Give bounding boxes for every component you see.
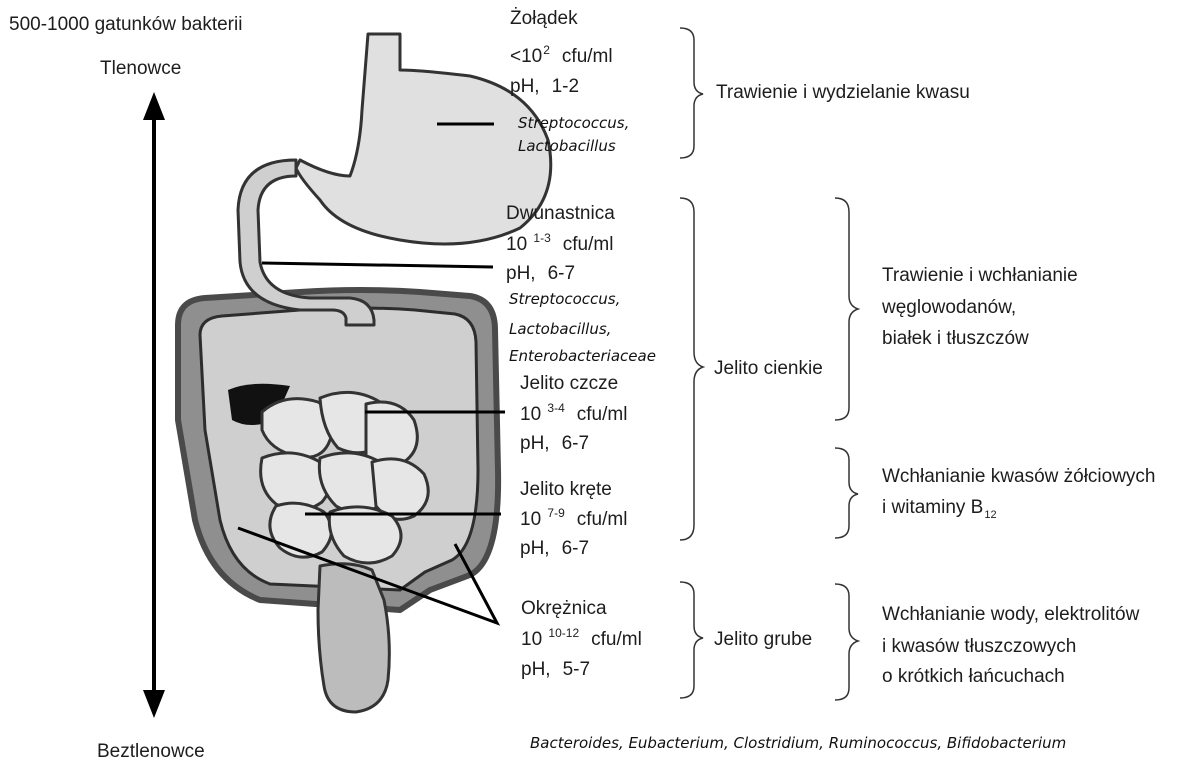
- function-large-line-2: i kwasów tłuszczowych: [882, 636, 1076, 658]
- function-large-line-1: Wchłanianie wody, elektrolitów: [882, 604, 1139, 626]
- jejunum-ph: pH,6-7: [520, 433, 589, 455]
- function-small-line-3: białek i tłuszczów: [882, 328, 1029, 350]
- species-count-label: 500-1000 gatunków bakterii: [9, 14, 242, 36]
- colon-name: Okrężnica: [521, 598, 607, 620]
- rectum-shape: [318, 564, 389, 712]
- brace-carbohydrates: [835, 198, 858, 420]
- function-small-line-2: węglowodanów,: [882, 297, 1016, 319]
- duodenum-bacteria-1: Streptococcus,: [509, 289, 620, 309]
- stomach-bacteria-1: Streptococcus,: [518, 113, 629, 133]
- colon-bacteria: Bacteroides, Eubacterium, Clostridium, R…: [530, 733, 1066, 753]
- brace-bile-acids: [835, 448, 858, 538]
- colon-ph: pH,5-7: [521, 659, 590, 681]
- jejunum-name: Jelito czcze: [520, 373, 618, 395]
- duodenum-bacteria-3: Enterobacteriaceae: [509, 346, 656, 366]
- ileum-name: Jelito kręte: [520, 479, 612, 501]
- digestive-tract-illustration: [178, 34, 551, 712]
- aerobes-label: Tlenowce: [100, 58, 181, 80]
- duodenum-name: Dwunastnica: [506, 203, 615, 225]
- small-intestine-label: Jelito cienkie: [714, 358, 823, 380]
- stomach-function: Trawienie i wydzielanie kwasu: [716, 82, 970, 104]
- ileum-ph: pH,6-7: [520, 538, 589, 560]
- duodenum-bacteria-2: Lactobacillus,: [509, 319, 611, 339]
- brace-large-intestine: [680, 582, 703, 698]
- stomach-bacteria-2: Lactobacillus: [518, 136, 616, 156]
- stomach-name: Żołądek: [510, 8, 578, 30]
- brace-small-intestine: [680, 198, 703, 540]
- brace-stomach: [680, 28, 703, 158]
- stomach-ph: pH,1-2: [510, 76, 579, 98]
- function-bile-line-1: Wchłanianie kwasów żółciowych: [882, 466, 1156, 488]
- function-small-line-1: Trawienie i wchłanianie: [882, 265, 1078, 287]
- anaerobes-label: Beztlenowce: [97, 741, 205, 763]
- duodenum-ph: pH,6-7: [506, 263, 575, 285]
- large-intestine-label: Jelito grube: [714, 629, 812, 651]
- function-bile-line-2: i witaminy B12: [882, 497, 997, 521]
- brace-water: [835, 584, 858, 700]
- oxygen-gradient-arrow: [143, 92, 165, 718]
- function-large-line-3: o krótkich łańcuchach: [882, 666, 1065, 688]
